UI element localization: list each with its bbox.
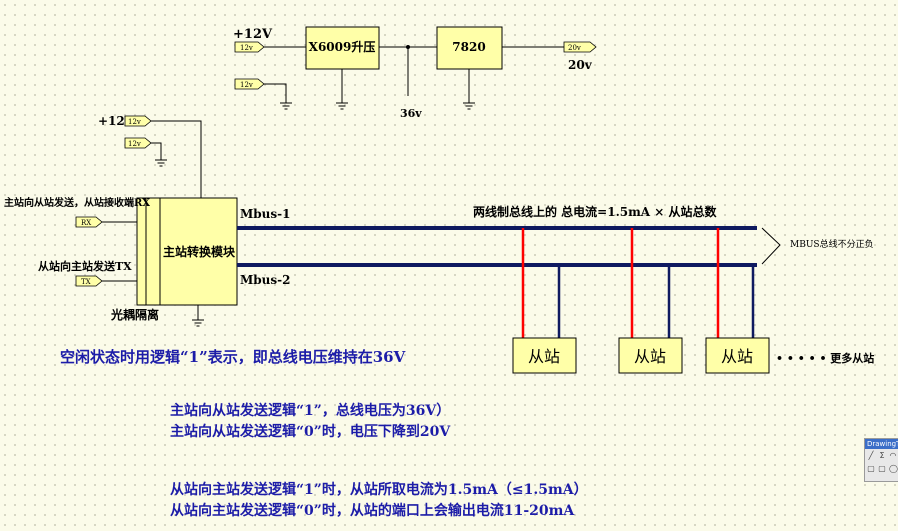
slave-block-3 (705, 337, 770, 374)
wire (151, 120, 202, 198)
drawing-tools-palette[interactable]: DrawingTools ╱ Σ ◠ ▢ ▢ ◯ (864, 438, 898, 482)
drawing-tools-title: DrawingTools (865, 439, 898, 449)
port-20v-label: 20v (568, 44, 581, 52)
port-20v (563, 41, 597, 53)
port-tx-label: TX (81, 278, 91, 286)
tx-caption: 从站向主站发送TX (38, 259, 132, 273)
round-rect-tool-icon[interactable]: ▢ (878, 464, 886, 473)
idle-state-note: 空闲状态时用逻辑“1”表示，即总线电压维持在36V (60, 348, 406, 366)
bus-current-note: 两线制总线上的 总电流=1.5mA × 从站总数 (473, 204, 718, 219)
ground-symbol (463, 102, 475, 110)
bus-arrow (761, 227, 781, 265)
mbus1-label: Mbus-1 (240, 207, 290, 221)
master-module-block (136, 197, 238, 306)
slave-block-1 (512, 337, 577, 374)
regulator-label: 7820 (452, 40, 485, 54)
ground-symbol (155, 159, 167, 167)
master-send-1-note: 主站向从站发送逻辑“1”，总线电压为36V） (170, 402, 450, 419)
port-12v-top-label: 12v (240, 44, 253, 52)
line-tool-icon[interactable]: ╱ (868, 451, 874, 460)
ground-symbol (192, 319, 204, 327)
more-slaves-label: • • • • • 更多从站 (776, 351, 874, 365)
master-send-0-note: 主站向从站发送逻辑“0”时，电压下降到20V (170, 423, 451, 440)
port-12v-master (124, 115, 152, 127)
slave-send-1-note: 从站向主站发送逻辑“1”时，从站所取电流为1.5mA（≤1.5mA） (170, 481, 588, 498)
mbus2-label: Mbus-2 (240, 273, 290, 287)
opto-isolation-label: 光耦隔离 (110, 307, 159, 322)
wire (264, 83, 287, 103)
regulator-block (436, 26, 503, 70)
ground-symbol (336, 102, 348, 110)
master-module-label: 主站转换模块 (163, 244, 236, 259)
arc-tool-icon[interactable]: ◠ (889, 451, 897, 460)
ground-symbol (280, 102, 292, 110)
output-20v-label: 20v (568, 58, 593, 72)
wire (151, 142, 162, 160)
port-rx (75, 216, 103, 228)
port-12v-master-gnd-label: 12v (128, 140, 141, 148)
boost-converter-label: X6009升压 (309, 39, 376, 54)
port-rx-label: RX (81, 219, 91, 227)
bus-polarity-note: MBUS总线不分正负 (790, 238, 874, 250)
port-12v-master-gnd (124, 137, 152, 149)
slave-send-0-note: 从站向主站发送逻辑“0”时，从站的端口上会输出电流11-20mA (170, 502, 575, 519)
rectangle-tool-icon[interactable]: ▢ (867, 464, 875, 473)
port-12v-gnd-label: 12v (240, 81, 253, 89)
slave-block-2 (618, 337, 683, 374)
port-12v-gnd (234, 78, 265, 90)
power-12v-label: +12V (233, 27, 273, 42)
rx-caption: 主站向从站发送，从站接收端RX (4, 196, 150, 209)
slave-label-3: 从站 (721, 347, 753, 366)
slave-label-2: 从站 (634, 347, 666, 366)
voltage-36v-label: 36v (400, 107, 422, 120)
slave-label-1: 从站 (528, 347, 560, 366)
port-12v-master-label: 12v (128, 118, 141, 126)
ellipse-tool-icon[interactable]: ◯ (889, 464, 898, 473)
port-12v-top (234, 41, 265, 53)
polyline-tool-icon[interactable]: Σ (879, 451, 885, 460)
port-tx (75, 275, 103, 287)
